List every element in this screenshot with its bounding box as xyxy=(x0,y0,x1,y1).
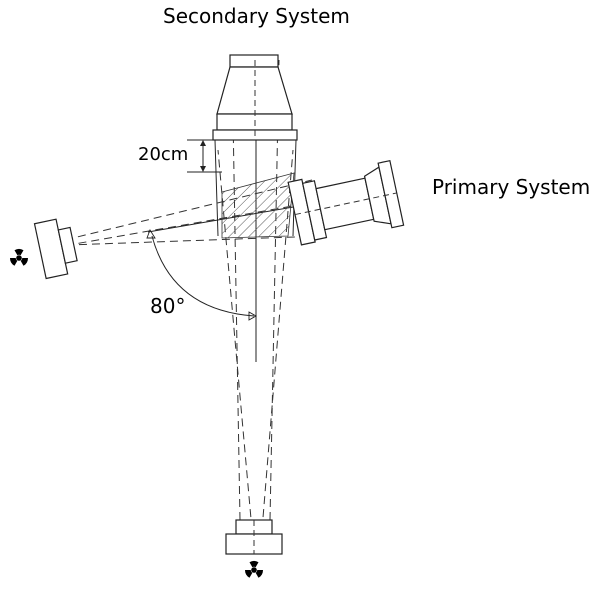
secondary-source-housing xyxy=(225,519,283,555)
angle-arc xyxy=(146,228,257,321)
primary-source-housing xyxy=(33,218,78,280)
radiation-icon xyxy=(243,560,265,579)
distance-label: 20cm xyxy=(138,144,189,165)
distance-dimension xyxy=(187,139,222,173)
radiation-icon xyxy=(8,248,30,267)
secondary-system-title: Secondary System xyxy=(163,4,350,28)
angle-label: 80° xyxy=(150,294,186,318)
primary-detector xyxy=(287,159,405,246)
overlap-region xyxy=(221,172,295,239)
primary-system-title: Primary System xyxy=(432,175,591,199)
